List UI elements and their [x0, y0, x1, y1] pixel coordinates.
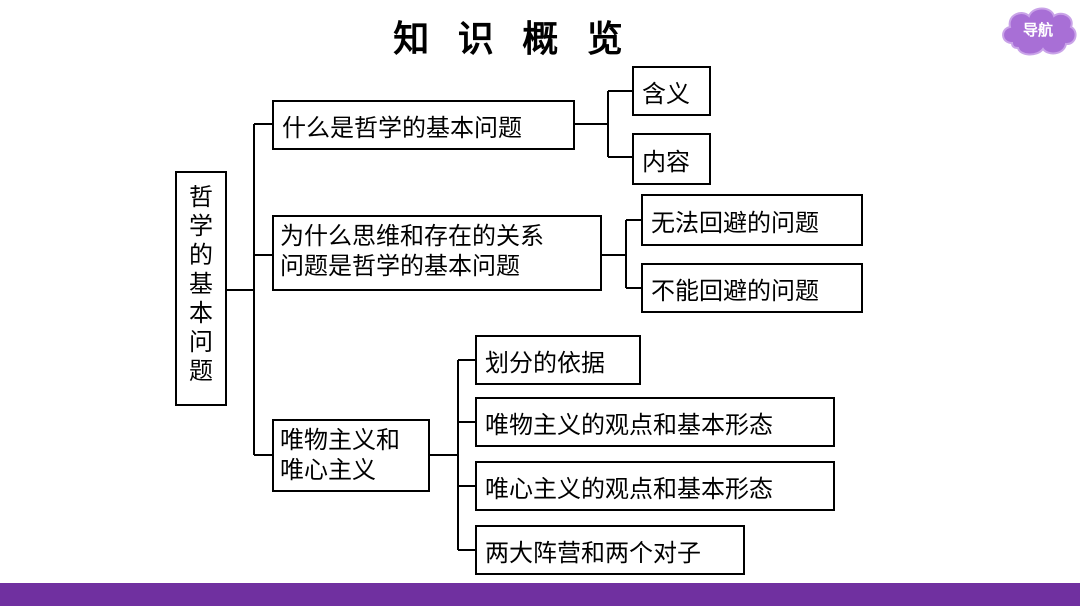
footer-bar [0, 583, 1080, 606]
leaf-node: 含义 [632, 66, 711, 116]
leaf-label: 不能回避的问题 [651, 276, 819, 305]
root-char: 题 [189, 357, 213, 385]
root-char: 哲 [189, 183, 213, 211]
root-char: 问 [189, 328, 213, 356]
branch-node: 唯物主义和 唯心主义 [272, 419, 430, 492]
branch-label-line: 问题是哲学的基本问题 [280, 252, 520, 280]
leaf-node: 唯心主义的观点和基本形态 [475, 461, 835, 511]
root-char: 本 [189, 299, 213, 327]
branch-label-line: 唯物主义和 [280, 426, 400, 454]
leaf-node: 划分的依据 [475, 335, 641, 385]
branch-label: 什么是哲学的基本问题 [282, 113, 522, 142]
nav-label: 导航 [1022, 21, 1053, 39]
leaf-label: 无法回避的问题 [651, 208, 819, 237]
leaf-node: 不能回避的问题 [641, 263, 863, 313]
root-char: 基 [189, 270, 213, 298]
page-title: 知 识 概 览 [393, 19, 631, 60]
nav-button[interactable]: 导航 [998, 3, 1078, 57]
root-char: 学 [189, 212, 213, 240]
leaf-node: 唯物主义的观点和基本形态 [475, 397, 835, 447]
leaf-node: 内容 [632, 133, 711, 185]
leaf-label: 含义 [642, 79, 690, 108]
leaf-label: 划分的依据 [485, 348, 605, 377]
branch-node: 为什么思维和存在的关系 问题是哲学的基本问题 [272, 215, 602, 291]
branch-label-line: 唯心主义 [280, 456, 376, 484]
leaf-label: 内容 [642, 147, 690, 176]
leaf-label: 两大阵营和两个对子 [485, 538, 701, 567]
leaf-node: 两大阵营和两个对子 [475, 525, 745, 575]
root-node: 哲 学 的 基 本 问 题 [175, 171, 227, 406]
leaf-label: 唯物主义的观点和基本形态 [485, 410, 773, 439]
cloud-icon [1002, 7, 1077, 56]
branch-label-line: 为什么思维和存在的关系 [280, 222, 544, 250]
leaf-label: 唯心主义的观点和基本形态 [485, 474, 773, 503]
leaf-node: 无法回避的问题 [641, 194, 863, 246]
branch-node: 什么是哲学的基本问题 [272, 100, 575, 150]
root-char: 的 [189, 241, 213, 269]
